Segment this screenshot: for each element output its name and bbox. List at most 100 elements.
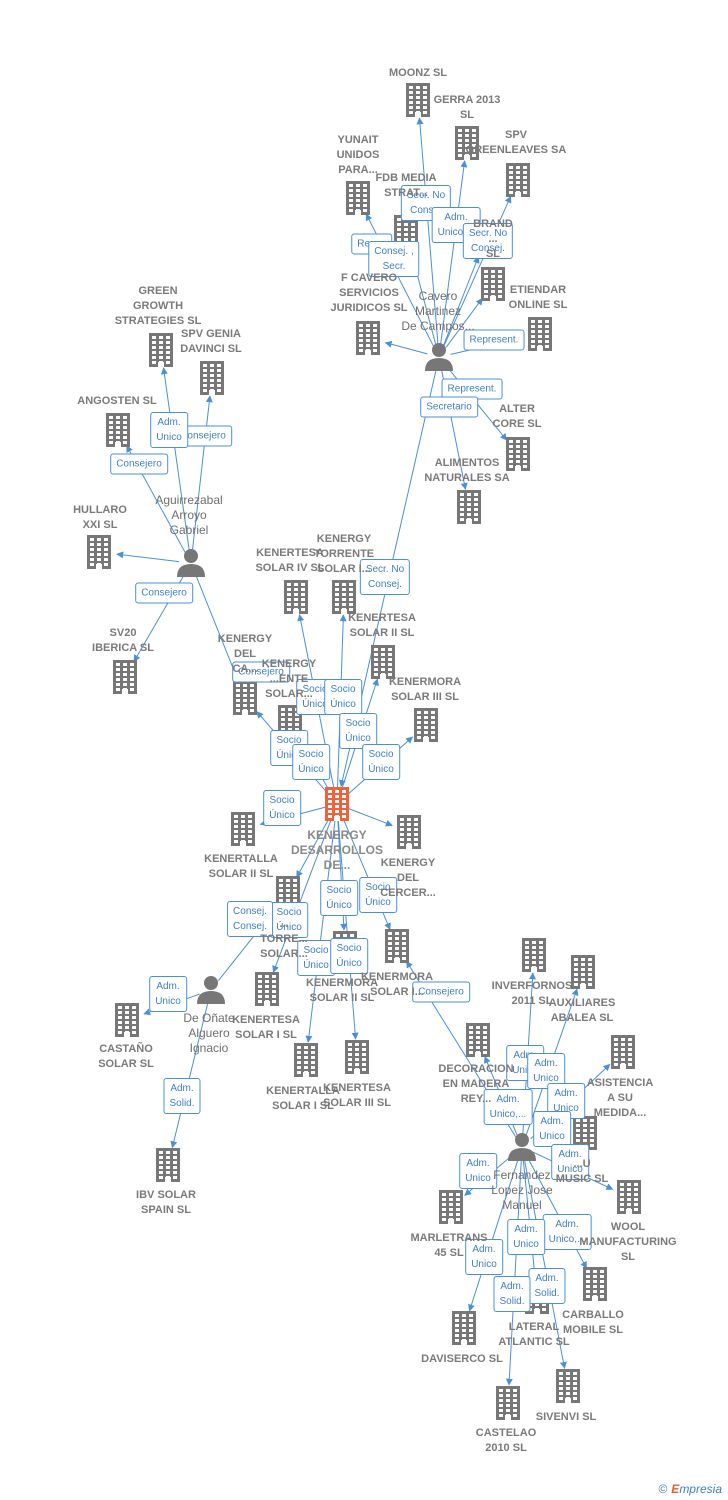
edge-label-cavero-extra1[interactable]: Represent.: [463, 329, 525, 351]
building-icon-spvgreen[interactable]: [506, 163, 530, 197]
node-label-asistencia[interactable]: ASISTENCIA A SU MEDIDA...: [586, 1077, 654, 1119]
building-icon-spvgenia[interactable]: [200, 361, 224, 395]
edge-label-fernandez-lateral[interactable]: Adm. Solid.: [528, 1268, 566, 1304]
building-icon-alter[interactable]: [506, 437, 530, 471]
building-icon-kenermorai[interactable]: [385, 929, 409, 963]
building-icon-decoracion[interactable]: [466, 1023, 490, 1057]
edge-label-cavero-fdb[interactable]: Secr. No Cons...: [400, 185, 452, 221]
edge-label-aguirre-hullaro[interactable]: Consejero: [110, 453, 168, 475]
edge-label-cavero-etiendar[interactable]: Secr. No Consej.: [462, 223, 514, 259]
node-label-sivenvi[interactable]: SIVENVI SL: [535, 1411, 597, 1423]
node-label-green[interactable]: GREEN GROWTH STRATEGIES SL: [114, 285, 202, 327]
edge-label-fernandez-carballo[interactable]: Adm. Unico,...: [542, 1214, 592, 1250]
node-label-castelao[interactable]: CASTELAO 2010 SL: [475, 1427, 537, 1454]
node-label-kenertesaii[interactable]: KENERTESA SOLAR II SL: [348, 612, 416, 639]
edge-label-fernandez-sivenvi[interactable]: Adm. Unico: [507, 1219, 545, 1255]
node-label-etiendar[interactable]: ETIENDAR ONLINE SL: [508, 284, 568, 311]
building-icon-kenertallai[interactable]: [294, 1043, 318, 1077]
node-label-spvgreen[interactable]: SPV GREENLEAVES SA: [465, 129, 567, 156]
node-label-kenertesaiv[interactable]: KENERTESA SOLAR IV SL: [255, 547, 325, 574]
building-icon-moonz[interactable]: [406, 83, 430, 117]
node-label-kenermoraiii[interactable]: KENERMORA SOLAR III SL: [388, 676, 462, 703]
node-label-kenergytorrsol[interactable]: ... TORRE... SOLAR...: [260, 918, 308, 960]
building-icon-yunait[interactable]: [346, 181, 370, 215]
building-icon-etiendar[interactable]: [481, 267, 505, 301]
node-label-kenertallai[interactable]: KENERTALLA SOLAR I SL: [266, 1085, 340, 1112]
node-label-wool[interactable]: WOOL MANUFACTURING SL: [579, 1221, 677, 1263]
node-label-kenergyente[interactable]: KENERGY ...ENTE SOLAR...: [261, 658, 317, 700]
edge-label-fernandez-marletrans[interactable]: Adm. Unico: [459, 1153, 497, 1189]
edge-label-main-kenertallaii[interactable]: Socio Único: [263, 790, 301, 826]
building-icon-auxiliares[interactable]: [571, 955, 595, 989]
edge-label-cavero-alimentos[interactable]: Secretario: [420, 396, 478, 418]
edge-label-fernandez-kenermorai[interactable]: Consejero: [412, 981, 470, 1003]
node-label-fernandez[interactable]: Fernandez Lopez Jose Manuel: [491, 1168, 553, 1212]
node-label-sv20[interactable]: SV20 IBERICA SL: [92, 627, 154, 654]
building-icon-main[interactable]: [325, 787, 349, 821]
building-icon-ibv[interactable]: [156, 1148, 180, 1182]
building-icon-kenermoraiii[interactable]: [414, 708, 438, 742]
node-label-cavero[interactable]: Cavero Martinez De Campos...: [401, 289, 475, 333]
node-label-kenertesaiii[interactable]: KENERTESA SOLAR III SL: [323, 1082, 391, 1109]
node-label-kenergytorr[interactable]: KENERGY TORRENTE SOLAR I...: [313, 533, 375, 575]
building-icon-sivenvi[interactable]: [556, 1369, 580, 1403]
building-icon-fcavero[interactable]: [356, 321, 380, 355]
node-label-ibv[interactable]: IBV SOLAR SPAIN SL: [136, 1189, 196, 1216]
edge-label-cavero-main[interactable]: Secr. No Consej.: [359, 559, 411, 595]
node-label-kenergydelca[interactable]: KENERGY DEL CA...: [217, 633, 273, 675]
node-label-main[interactable]: KENERGY DESARROLLOS DE...: [290, 828, 384, 872]
building-icon-wool[interactable]: [617, 1180, 641, 1214]
edge-label-main-kenergydelca[interactable]: Socio Único: [270, 730, 308, 766]
edge-label-main-kenermoraiii[interactable]: Socio Único: [362, 744, 400, 780]
edge-label-deonate-castano[interactable]: Adm. Unico: [149, 976, 187, 1012]
node-label-kenergydelcer[interactable]: KENERGY DEL CERCER...: [380, 857, 436, 899]
edge-label-aguirre-sv20[interactable]: Consejero: [135, 582, 193, 604]
edge-label-fernandez-wool[interactable]: Adm. Unico: [551, 1144, 589, 1180]
node-label-marletrans[interactable]: MARLETRANS 45 SL: [410, 1232, 488, 1259]
node-label-alimentos[interactable]: ALIMENTOS NATURALES SA: [424, 457, 510, 484]
node-label-fdb[interactable]: FDB MEDIA STRAT...: [375, 172, 437, 199]
node-label-kenermoraii[interactable]: KENERMORA SOLAR II SL: [305, 977, 379, 1004]
edge-label-fernandez-daviserco[interactable]: Adm. Unico: [465, 1239, 503, 1275]
person-icon-deonate[interactable]: [197, 976, 225, 1004]
edge-label-fernandez-decoracion[interactable]: Adm. Unico,...: [483, 1089, 533, 1125]
edge-label-main-kenergyente[interactable]: Socio Único: [292, 744, 330, 780]
building-icon-green[interactable]: [149, 333, 173, 367]
building-icon-hullaro[interactable]: [87, 535, 111, 569]
edge-label-main-kenergytorr[interactable]: Socio Único: [324, 679, 362, 715]
edge-label-main-kenertesaiii[interactable]: Socio Único: [330, 938, 368, 974]
edge-label-aguirre-angosten[interactable]: Adm. Unico: [150, 412, 188, 448]
node-label-daviserco[interactable]: DAVISERCO SL: [421, 1353, 503, 1365]
building-icon-gerra[interactable]: [455, 126, 479, 160]
edge-label-main-kenergytorrsol[interactable]: Socio Único: [270, 902, 308, 938]
edge-label-fernandez-castelao[interactable]: Adm. Solid.: [493, 1276, 531, 1312]
building-icon-alimentos[interactable]: [457, 490, 481, 524]
building-icon-kenertesaiii[interactable]: [345, 1040, 369, 1074]
building-icon-extra1[interactable]: [528, 317, 552, 351]
node-label-kenertallaii[interactable]: KENERTALLA SOLAR II SL: [204, 853, 278, 880]
building-icon-marletrans[interactable]: [439, 1190, 463, 1224]
building-icon-kenergydelca[interactable]: [233, 681, 257, 715]
building-icon-sv20[interactable]: [113, 660, 137, 694]
building-icon-daviserco[interactable]: [452, 1311, 476, 1345]
building-icon-kenertesai[interactable]: [255, 972, 279, 1006]
node-label-kenertesai[interactable]: KENERTESA SOLAR I SL: [232, 1014, 300, 1041]
node-label-decoracion[interactable]: DECORACION EN MADERA REY...: [438, 1063, 514, 1105]
edge-label-aguirre-kenergydelca[interactable]: Consejero: [232, 661, 290, 683]
building-icon-kenertesaii[interactable]: [371, 645, 395, 679]
building-icon-kenergydelcer[interactable]: [397, 815, 421, 849]
edge-label-main-kenertesai[interactable]: Socio Único: [297, 940, 335, 976]
node-label-deonate[interactable]: De Oñate Alguero Ignacio: [183, 1011, 235, 1055]
node-label-castano[interactable]: CASTAÑO SOLAR SL: [98, 1043, 154, 1070]
node-label-hullaro[interactable]: HULLARO XXI SL: [73, 504, 127, 531]
node-label-brand[interactable]: BRAND ... SL: [473, 218, 513, 260]
node-label-fcavero[interactable]: F CAVERO SERVICIOS JURIDICOS SL: [330, 272, 408, 314]
node-label-music[interactable]: ...U MUSIC SL: [555, 1158, 609, 1185]
edge-label-main-kenermoraii[interactable]: Socio Único: [320, 880, 358, 916]
building-icon-carballo[interactable]: [583, 1267, 607, 1301]
building-icon-kenertallaii[interactable]: [231, 812, 255, 846]
building-icon-angosten[interactable]: [106, 413, 130, 447]
building-icon-kenergytorr[interactable]: [332, 580, 356, 614]
person-icon-aguirre[interactable]: [177, 549, 205, 577]
node-label-inverfornos[interactable]: INVERFORNOS 2011 SL: [491, 980, 573, 1007]
